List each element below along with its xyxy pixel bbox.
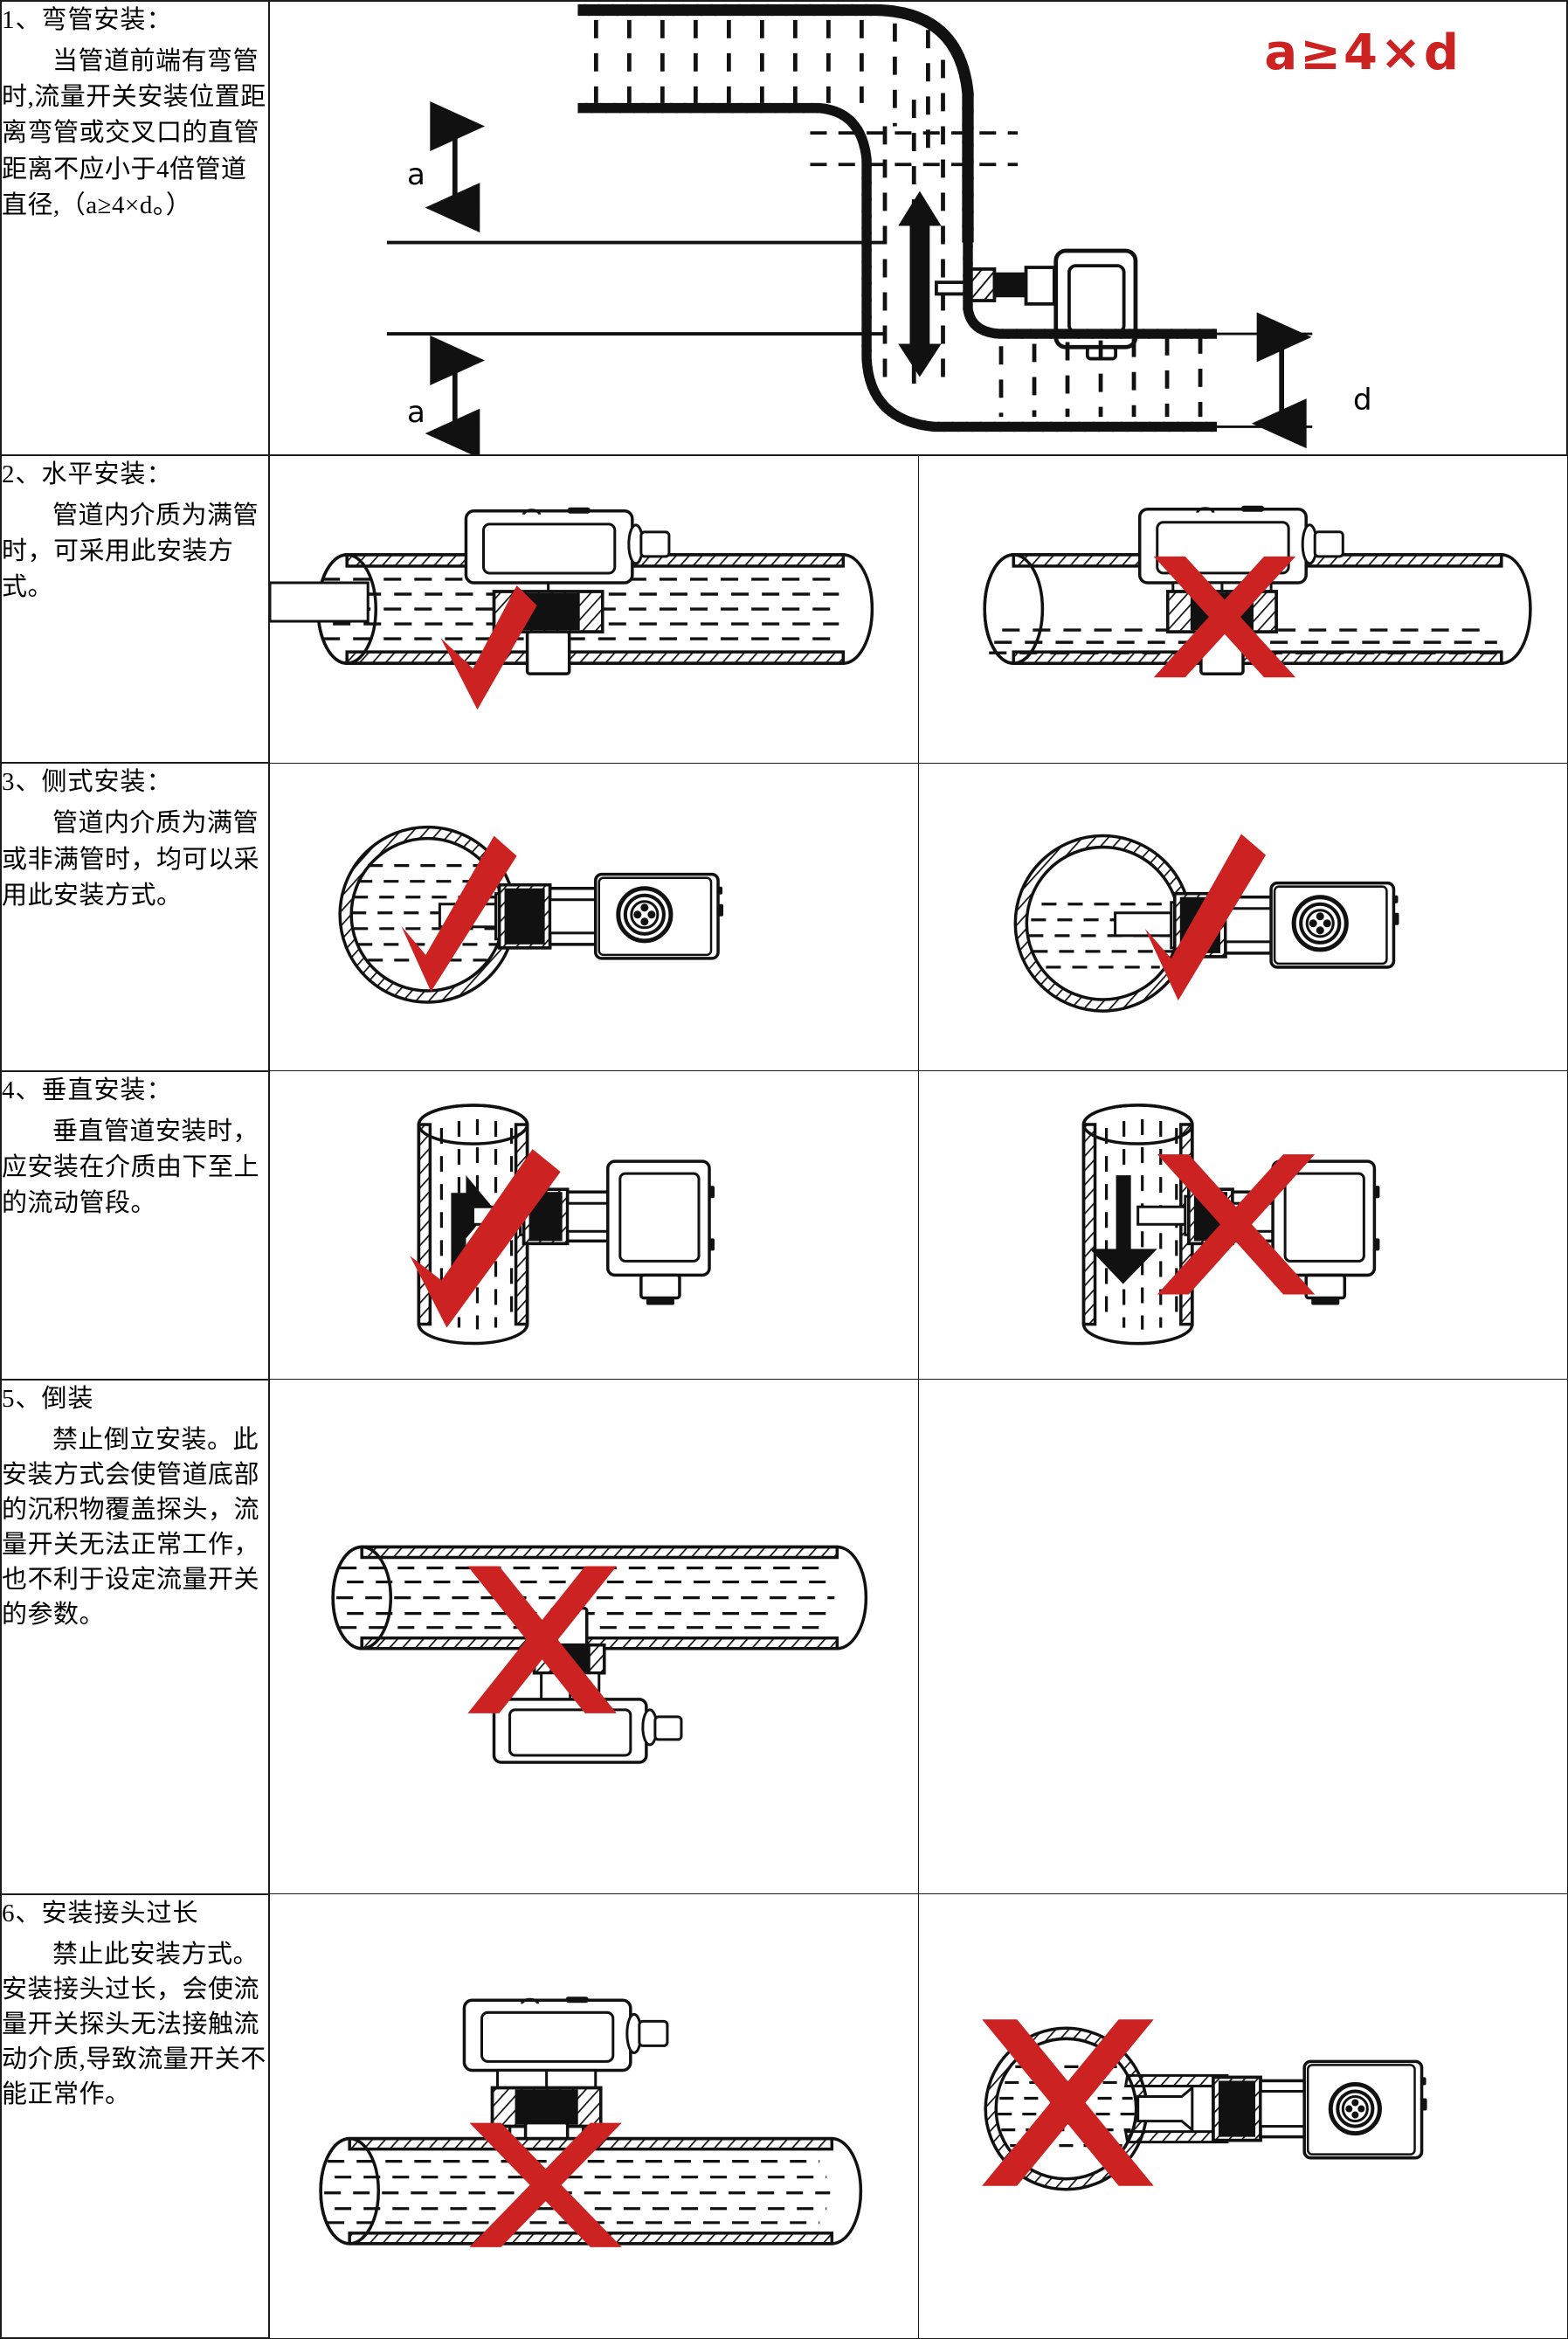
check-mark-icon (440, 585, 537, 710)
elbow-pipe-body (577, 3, 1218, 433)
row-2-panel-left (268, 454, 919, 764)
figure-long-fitting-side (919, 1894, 1567, 2337)
cross-mark-icon (1157, 1154, 1315, 1295)
row-3-panel-right (917, 762, 1568, 1072)
row-6-panel-right (917, 1893, 1568, 2339)
row-5-heading: 5、倒装 (2, 1384, 94, 1413)
row-1-body: 当管道前端有弯管时,流量开关安装位置距离弯管或交叉口的直管距离不应小于4倍管道直… (2, 47, 266, 219)
dimension-d-label: d (1353, 383, 1372, 418)
row-5-body: 禁止倒立安装。此安装方式会使管道底部的沉积物覆盖探头，流量开关无法正常工作，也不… (2, 1425, 260, 1629)
row-4-text-cell: 4、垂直安装： 垂直管道安装时，应安装在介质由下至上的流动管段。 (0, 1069, 270, 1381)
table-row: 3、侧式安装： 管道内介质为满管或非满管时，均可以采用此安装方式。 (0, 762, 1568, 1072)
row-4-body: 垂直管道安装时，应安装在介质由下至上的流动管段。 (2, 1118, 260, 1218)
table-row: 1、弯管安装： 当管道前端有弯管时,流量开关安装位置距离弯管或交叉口的直管距离不… (0, 0, 1568, 456)
table-row: 6、安装接头过长 禁止此安装方式。安装接头过长，会使流量开关探头无法接触流动介质… (0, 1893, 1568, 2339)
flow-arrow-vertical (898, 190, 942, 377)
row-5-text-cell: 5、倒装 禁止倒立安装。此安装方式会使管道底部的沉积物覆盖探头，流量开关无法正常… (0, 1378, 270, 1895)
flow-arrow-down (1089, 1175, 1157, 1284)
formula-label: a≥4×d (1264, 24, 1461, 81)
row-6-text-cell: 6、安装接头过长 禁止此安装方式。安装接头过长，会使流量开关探头无法接触流动介质… (0, 1893, 270, 2339)
flow-switch-device-row1 (935, 248, 1138, 361)
row-3-panel-left (268, 762, 919, 1072)
row-6-panel-left (268, 1893, 919, 2339)
figure-side-full-pipe (270, 764, 918, 1071)
row-3-text-cell: 3、侧式安装： 管道内介质为满管或非满管时，均可以采用此安装方式。 (0, 762, 270, 1072)
row-5-panel-left (268, 1379, 919, 1895)
check-mark-icon (401, 835, 517, 992)
row-2-text-cell: 2、水平安装： 管道内介质为满管时，可采用此安装方式。 (0, 453, 270, 765)
dimension-a-upper-label: a (407, 157, 425, 192)
media-fill-outlet (998, 335, 1203, 418)
figure-inverted-install (270, 1380, 918, 1893)
figure-vertical-upflow (270, 1071, 918, 1379)
media-fill-inlet (593, 19, 930, 160)
cross-mark-icon (467, 1566, 617, 1713)
row-1-figure-cell: a≥4×d a a d (268, 0, 1568, 456)
dimension-a-lower-label: a (407, 395, 425, 430)
figure-empty-panel (919, 1380, 1567, 1893)
check-mark-icon (410, 1149, 561, 1328)
row-3-body: 管道内介质为满管或非满管时，均可以采用此安装方式。 (2, 809, 260, 910)
figure-side-partial-pipe (919, 764, 1567, 1071)
row-3-heading: 3、侧式安装： (2, 768, 173, 797)
row-1-text-cell: 1、弯管安装： 当管道前端有弯管时,流量开关安装位置距离弯管或交叉口的直管距离不… (0, 0, 270, 456)
row-2-panel-right (917, 454, 1568, 764)
table-row: 5、倒装 禁止倒立安装。此安装方式会使管道底部的沉积物覆盖探头，流量开关无法正常… (0, 1378, 1568, 1895)
row-6-heading: 6、安装接头过长 (2, 1899, 199, 1927)
figure-long-fitting-top (270, 1894, 918, 2337)
flow-switch-device-long-side (1123, 2060, 1427, 2160)
row-2-body: 管道内介质为满管时，可采用此安装方式。 (2, 501, 259, 602)
construction-lines (810, 131, 1019, 167)
table-row: 4、垂直安装： 垂直管道安装时，应安装在介质由下至上的流动管段。 (0, 1069, 1568, 1381)
row-5-panel-right (917, 1379, 1568, 1895)
flow-switch-device-side (438, 872, 724, 960)
cross-mark-icon (1153, 556, 1295, 678)
figure-horizontal-full-pipe (270, 456, 918, 763)
figure-elbow-install: a≥4×d a a d (270, 2, 1566, 454)
cross-mark-icon (469, 2122, 622, 2248)
row-6-body: 禁止此安装方式。安装接头过长，会使流量开关探头无法接触流动介质,导致流量开关不能… (2, 1940, 266, 2108)
figure-vertical-downflow (919, 1071, 1567, 1379)
elbow-pipe-diagram (386, 3, 1313, 454)
table-row: 2、水平安装： 管道内介质为满管时，可采用此安装方式。 (0, 453, 1568, 765)
row-1-heading: 1、弯管安装： (2, 6, 173, 34)
row-4-panel-left (268, 1070, 919, 1381)
row-4-panel-right (917, 1070, 1568, 1381)
row-4-heading: 4、垂直安装： (2, 1076, 173, 1104)
figure-horizontal-partial-pipe (919, 456, 1567, 763)
horizontal-pipe (319, 2137, 863, 2246)
cross-mark-icon (981, 2019, 1154, 2187)
row-2-heading: 2、水平安装： (2, 460, 173, 488)
check-mark-icon (1144, 834, 1266, 1000)
